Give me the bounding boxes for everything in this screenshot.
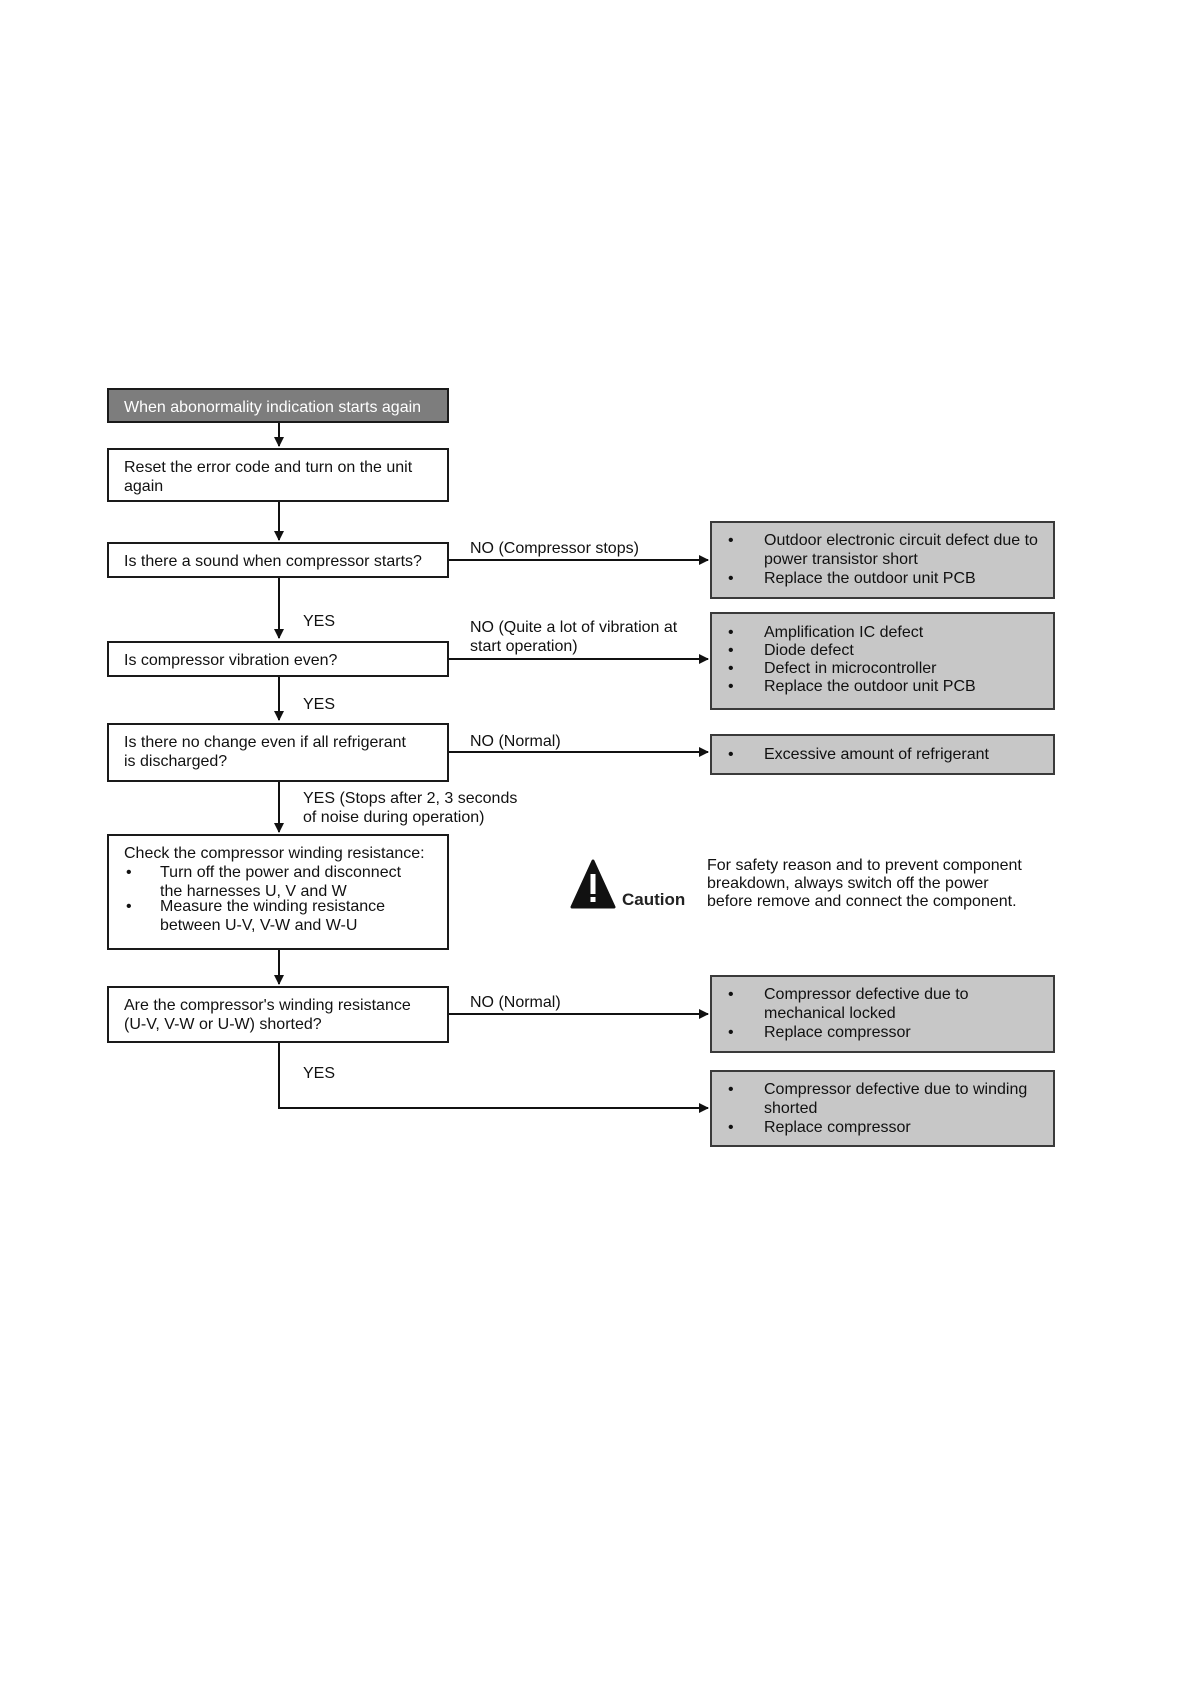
result-item: Amplification IC defect xyxy=(726,624,1043,642)
shorted-question-box: Are the compressor's winding resistance … xyxy=(107,986,449,1043)
no-label-shorted: NO (Normal) xyxy=(470,994,561,1011)
result-winding-shorted: Compressor defective due to winding shor… xyxy=(710,1070,1055,1147)
result-item: Compressor defective due to mechanical l… xyxy=(726,985,1043,1023)
reset-line-1: Reset the error code and turn on the uni… xyxy=(124,459,413,476)
check-steps: Turn off the power and disconnect the ha… xyxy=(124,863,433,935)
no-label-sound: NO (Compressor stops) xyxy=(470,540,639,557)
yes-label-refrigerant-1: YES (Stops after 2, 3 seconds xyxy=(303,790,518,807)
no-label-vibration-1: NO (Quite a lot of vibration at xyxy=(470,619,678,636)
result-excessive-refrigerant: Excessive amount of refrigerant xyxy=(710,734,1055,775)
yes-label-sound: YES xyxy=(303,613,336,630)
reset-line-2: again xyxy=(124,478,164,495)
result-mechanical-locked: Compressor defective due to mechanical l… xyxy=(710,975,1055,1053)
result-item: Replace the outdoor unit PCB xyxy=(726,678,1043,696)
sound-question-text: Is there a sound when compressor starts? xyxy=(124,553,422,570)
warning-triangle-icon xyxy=(570,859,616,909)
start-box: When abonormality indication starts agai… xyxy=(107,388,449,423)
check-step: Turn off the power and disconnect the ha… xyxy=(124,863,433,901)
result-outdoor-circuit-defect: Outdoor electronic circuit defect due to… xyxy=(710,521,1055,599)
result-item: Compressor defective due to winding shor… xyxy=(726,1080,1043,1118)
result-item: Defect in microcontroller xyxy=(726,660,1043,678)
caution-text-line-2: breakdown, always switch off the power xyxy=(707,875,989,892)
result-item: Replace compressor xyxy=(726,1118,1043,1137)
refrigerant-question-box: Is there no change even if all refrigera… xyxy=(107,723,449,782)
arrow-shorted-yes xyxy=(278,1041,709,1113)
result-item: Diode defect xyxy=(726,642,1043,660)
sound-question-box: Is there a sound when compressor starts? xyxy=(107,542,449,578)
result-item: Replace the outdoor unit PCB xyxy=(726,569,1043,588)
result-item: Outdoor electronic circuit defect due to… xyxy=(726,531,1043,569)
reset-box: Reset the error code and turn on the uni… xyxy=(107,448,449,502)
yes-label-refrigerant-2: of noise during operation) xyxy=(303,809,485,826)
result-item: Replace compressor xyxy=(726,1023,1043,1042)
check-winding-box: Check the compressor winding resistance:… xyxy=(107,834,449,950)
vibration-question-text: Is compressor vibration even? xyxy=(124,652,338,669)
caution-label: Caution xyxy=(622,890,686,909)
refrigerant-question-line-1: Is there no change even if all refrigera… xyxy=(124,734,406,751)
yes-label-vibration: YES xyxy=(303,696,336,713)
no-label-vibration-2: start operation) xyxy=(470,638,578,655)
vibration-question-box: Is compressor vibration even? xyxy=(107,641,449,677)
refrigerant-question-line-2: is discharged? xyxy=(124,753,228,770)
no-label-refrigerant: NO (Normal) xyxy=(470,733,561,750)
check-title: Check the compressor winding resistance: xyxy=(124,845,425,862)
caution-text-line-3: before remove and connect the component. xyxy=(707,893,1017,910)
check-step: Measure the winding resistance between U… xyxy=(124,897,433,935)
shorted-question-line-2: (U-V, V-W or U-W) shorted? xyxy=(124,1016,322,1033)
yes-label-shorted: YES xyxy=(303,1065,336,1082)
caution-text-line-1: For safety reason and to prevent compone… xyxy=(707,857,1022,874)
result-item: Excessive amount of refrigerant xyxy=(726,745,1043,764)
shorted-question-line-1: Are the compressor's winding resistance xyxy=(124,997,411,1014)
start-text: When abonormality indication starts agai… xyxy=(124,399,422,416)
result-amplification-defects: Amplification IC defect Diode defect Def… xyxy=(710,612,1055,710)
